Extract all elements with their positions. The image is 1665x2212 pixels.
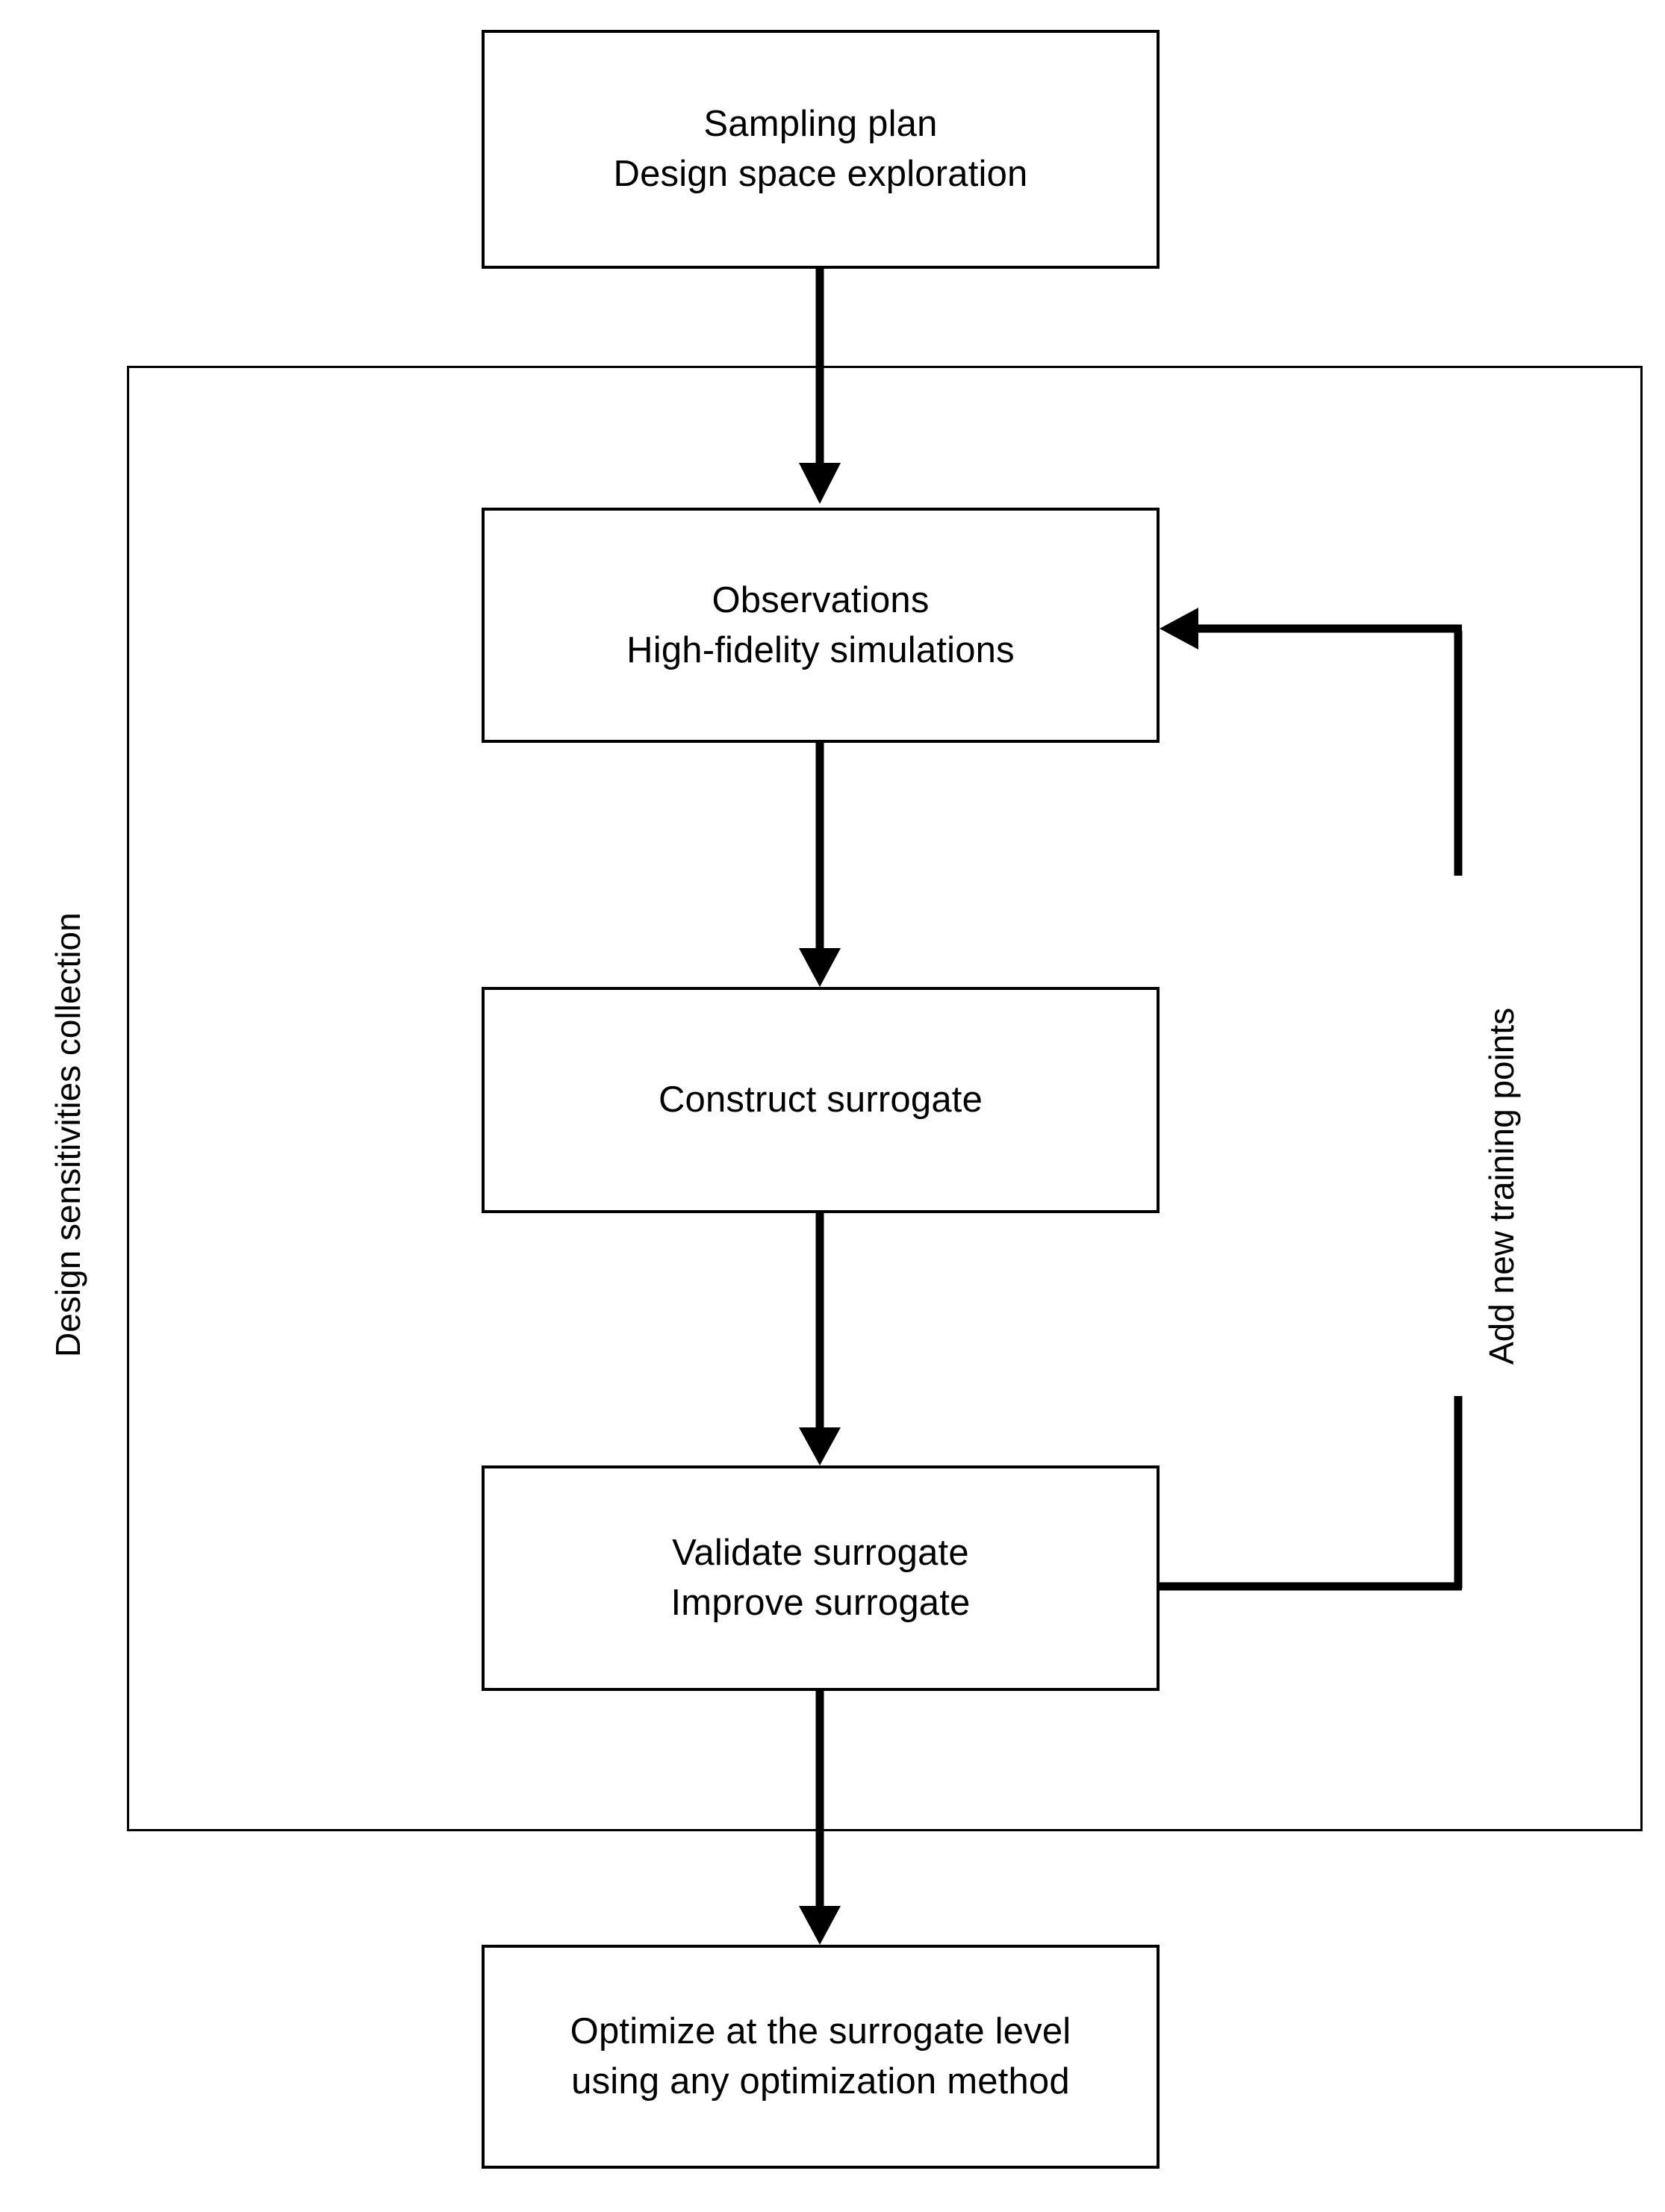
add-new-training-points-label: Add new training points	[1482, 1007, 1521, 1365]
node-optimize-surrogate[interactable]: Optimize at the surrogate level using an…	[482, 1945, 1160, 2169]
node-observations[interactable]: Observations High-fidelity simulations	[482, 508, 1160, 743]
design-sensitivities-label: Design sensitivities collection	[49, 912, 87, 1357]
node-construct-surrogate[interactable]: Construct surrogate	[482, 987, 1160, 1213]
node-sampling-plan-line-2: Design space exploration	[613, 154, 1028, 194]
node-sampling-plan[interactable]: Sampling plan Design space exploration	[482, 30, 1160, 269]
node-optimize-surrogate-line-2: using any optimization method	[571, 2061, 1070, 2102]
edge-validate-to-optimize	[799, 1691, 841, 1945]
edge-construct-to-validate	[799, 1213, 841, 1465]
edge-observations-to-construct	[799, 743, 841, 987]
node-validate-surrogate[interactable]: Validate surrogate Improve surrogate	[482, 1465, 1160, 1691]
node-validate-surrogate-line-2: Improve surrogate	[670, 1583, 971, 1623]
node-validate-surrogate-line-1: Validate surrogate	[672, 1533, 969, 1574]
node-observations-line-2: High-fidelity simulations	[626, 629, 1015, 670]
node-construct-surrogate-line-1: Construct surrogate	[658, 1079, 983, 1121]
design-sensitivities-group-box	[127, 366, 1643, 1831]
edge-feedback-loop	[1156, 608, 1463, 1591]
node-observations-line-1: Observations	[712, 579, 930, 620]
node-optimize-surrogate-line-1: Optimize at the surrogate level	[570, 2011, 1071, 2052]
node-sampling-plan-line-1: Sampling plan	[703, 104, 938, 145]
